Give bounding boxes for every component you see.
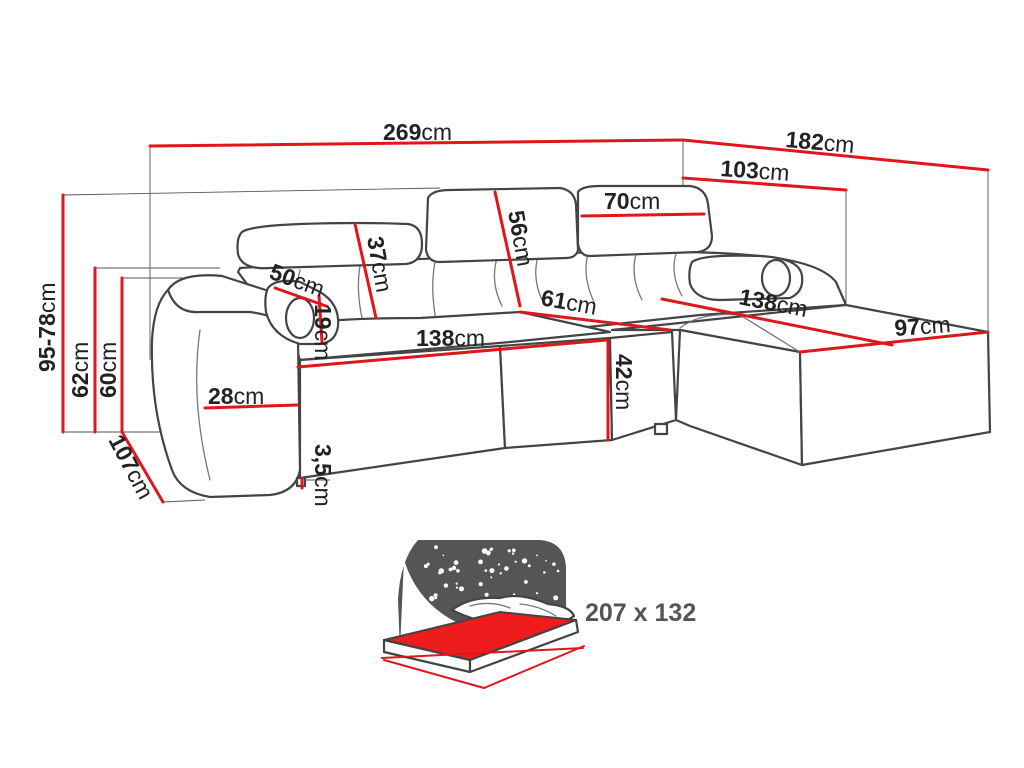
bed-function-icon: 207 x 132 (381, 540, 696, 689)
dim-line-seat-width (296, 338, 609, 369)
label-headrest-width: 70cm (604, 188, 660, 214)
star-icon (489, 568, 495, 574)
star-icon (521, 558, 528, 564)
label-chaise-inner: 103cm (720, 155, 791, 186)
star-icon (438, 571, 442, 575)
star-icon (423, 564, 428, 569)
star-icon (455, 582, 458, 585)
mattress-side-right (468, 618, 580, 674)
label-depth: 107cm (104, 430, 159, 503)
star-icon (456, 569, 460, 573)
dim-line-headrest-width (580, 212, 706, 218)
star-icon (536, 554, 538, 557)
dim-line-bolster-width (273, 286, 328, 308)
chaise-front (674, 328, 804, 467)
star-icon (434, 596, 438, 600)
dim-line-chaise-width (798, 330, 990, 354)
dim-line-chaise-inner (681, 176, 848, 192)
label-leg-height: 3,5cm (310, 444, 336, 507)
star-icon (553, 595, 559, 601)
star-icon (489, 548, 493, 552)
label-arm-width: 28cm (208, 383, 264, 409)
label-seat-width: 138cm (416, 325, 485, 351)
star-icon (484, 569, 488, 572)
chaise-side (798, 330, 992, 467)
star-icon (443, 583, 449, 588)
dim-line-depth (120, 430, 165, 504)
bed-size-arrow-right (483, 645, 585, 689)
label-seat-depth: 61cm (539, 284, 599, 319)
star-icon (448, 567, 453, 572)
bed-size-arrow (381, 647, 584, 659)
label-total-width: 269cm (383, 119, 452, 145)
seat-front-mid (498, 336, 614, 450)
leg-front-right (653, 422, 669, 436)
star-icon (429, 595, 435, 602)
bed-size-label: 207 x 132 (585, 599, 696, 627)
star-icon (459, 586, 464, 592)
bed-size-arrow-lower (383, 659, 485, 689)
star-icon (434, 545, 438, 550)
label-chaise-length: 138cm (737, 283, 810, 322)
star-icon (552, 562, 556, 566)
dim-line-seat-depth (518, 310, 672, 332)
dim-line-total-width (148, 138, 685, 148)
star-icon (433, 593, 438, 598)
star-icon (478, 559, 483, 565)
star-icon (453, 560, 459, 565)
star-icon (524, 580, 528, 584)
bolster-end-right (760, 258, 792, 298)
label-back-height-62: 62cm (67, 342, 93, 398)
label-seat-height: 42cm (611, 354, 637, 410)
star-icon (478, 582, 483, 587)
star-icon (485, 550, 491, 556)
star-icon (484, 592, 489, 597)
label-chaise-depth: 182cm (785, 126, 856, 158)
label-back-height-60: 60cm (95, 342, 121, 398)
dim-line-arm-width (203, 403, 300, 410)
label-cushion-height: 37cm (362, 234, 397, 294)
star-icon (545, 560, 547, 562)
dim-line-chaise-length (660, 297, 894, 347)
label-chaise-width: 97cm (894, 311, 952, 341)
dim-line-cushion-height (353, 222, 378, 320)
star-icon (451, 565, 457, 571)
star-icon (442, 554, 445, 556)
label-headrest-height: 56cm (503, 208, 538, 268)
label-bolster-height: 19cm (310, 304, 336, 360)
dimension-lines (61, 138, 990, 504)
dim-line-headrest-height (493, 190, 522, 308)
sofa-drawing (150, 184, 992, 499)
star-icon (527, 564, 531, 568)
star-icon (512, 548, 516, 553)
star-icon (455, 586, 459, 589)
star-icon (504, 566, 509, 571)
star-icon (490, 576, 493, 579)
star-icon (514, 560, 517, 563)
bolster-end-left (284, 296, 316, 340)
star-icon (426, 562, 430, 566)
stars (423, 545, 560, 602)
star-icon (511, 552, 515, 555)
dim-line-chaise-depth (681, 138, 990, 172)
star-icon (556, 569, 560, 573)
left-head-cushion (236, 221, 424, 270)
star-icon (507, 549, 511, 553)
dim-line-bolster-height (317, 294, 324, 344)
star-icon (536, 592, 539, 595)
star-icon (499, 572, 502, 575)
star-icon (543, 571, 546, 574)
label-height-range: 95-78cm (34, 283, 60, 373)
right-headrest (576, 184, 714, 258)
star-icon (497, 563, 500, 566)
